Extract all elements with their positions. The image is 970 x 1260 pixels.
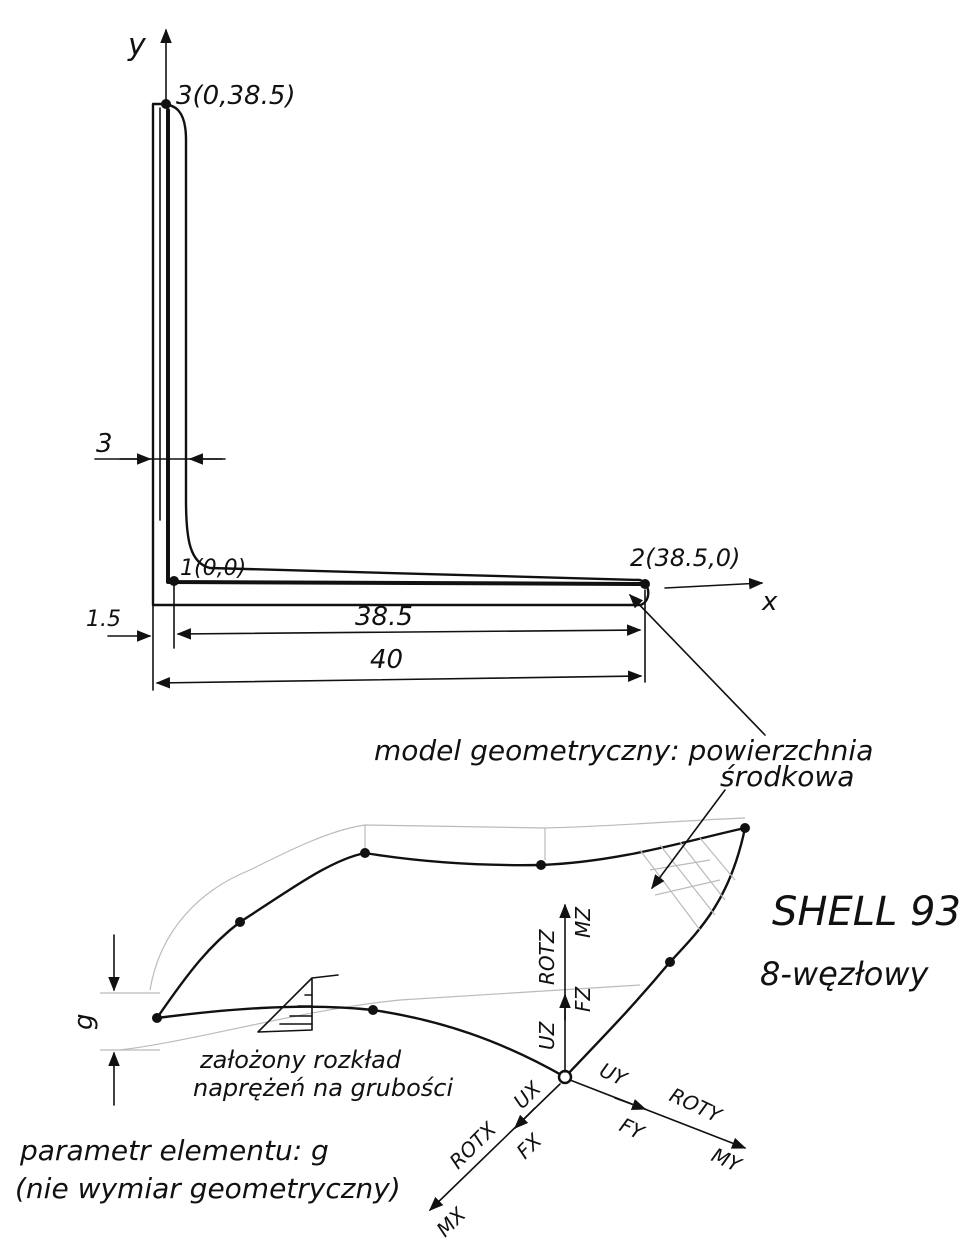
surface-shading-back <box>149 817 746 991</box>
y-axis-label: y <box>127 28 147 63</box>
dof-rotz: ROTZ <box>535 928 559 985</box>
dof-fx: FX <box>512 1128 548 1164</box>
shell-element: g <box>69 789 750 1106</box>
shell-node-6 <box>665 957 675 967</box>
dim-40-label: 40 <box>370 645 403 675</box>
shell-node-3 <box>360 848 370 858</box>
dim-38-5-label: 38.5 <box>355 602 413 632</box>
surface-shading-front <box>119 984 641 1051</box>
param-note-line2: (nie wymiar geometryczny) <box>15 1172 401 1205</box>
x-axis-label: x <box>761 587 778 617</box>
element-name: SHELL 93 <box>772 889 961 935</box>
dim-40-line <box>155 670 643 689</box>
stress-hatch-corner <box>639 837 736 931</box>
dof-axes: UZ FZ ROTZ MZ UX FX ROTX MX UY FY ROTY M… <box>428 903 747 1242</box>
param-note-line1: parametr elementu: g <box>19 1134 329 1167</box>
shell-node-5 <box>740 823 750 833</box>
angle-section: y 1(0,0) 2(38.5,0) 3(0,38.5) x 3 1.5 38.… <box>86 28 778 736</box>
element-boundary-right <box>563 826 747 1079</box>
node-2 <box>640 579 650 589</box>
shell-node-4 <box>536 860 546 870</box>
midsurface-line <box>166 108 647 586</box>
midsurface-leader <box>629 593 766 736</box>
midsurface-note-line1: model geometryczny: powierzchnia <box>374 734 873 767</box>
dof-uz: UZ <box>535 1020 559 1050</box>
y-dof-axis <box>569 1079 747 1149</box>
dof-mx: MX <box>432 1202 472 1242</box>
node-2-label: 2(38.5,0) <box>630 544 740 572</box>
stress-note-line1: założony rozkład <box>199 1046 402 1074</box>
dof-my: MY <box>708 1143 746 1178</box>
shell-node-2 <box>235 917 245 927</box>
dim-1-5-label: 1.5 <box>86 607 121 632</box>
shell-node-8 <box>368 1005 378 1015</box>
dof-uy: UY <box>596 1058 632 1092</box>
dof-fy: FY <box>616 1113 649 1146</box>
dof-ux: UX <box>509 1076 547 1114</box>
dim-3-label: 3 <box>96 429 113 459</box>
x-dof-axis <box>428 1083 561 1212</box>
node-1-label: 1(0,0) <box>180 556 246 581</box>
dof-rotx: ROTX <box>445 1116 502 1173</box>
midsurface-note-line2: środkowa <box>720 760 854 793</box>
section-outline <box>151 102 650 607</box>
node-3-label: 3(0,38.5) <box>176 81 296 111</box>
dof-fz: FZ <box>571 985 595 1012</box>
g-dim-label: g <box>69 1013 99 1030</box>
node-1 <box>169 576 179 586</box>
y-dof-fy-arrow <box>614 1097 647 1110</box>
node-3 <box>161 99 171 109</box>
x-dof-fx-arrow <box>513 1107 536 1130</box>
element-boundary-top <box>155 826 747 1020</box>
dof-mz: MZ <box>571 906 595 938</box>
x-axis <box>664 577 764 590</box>
dim-38-5-line <box>176 624 642 640</box>
shell-node-1 <box>152 1013 162 1023</box>
stress-distribution <box>257 974 339 1033</box>
stress-note-line2: naprężeń na grubości <box>193 1074 453 1102</box>
midsurface-pointer <box>651 789 726 890</box>
element-nodes: 8-węzłowy <box>760 955 930 993</box>
